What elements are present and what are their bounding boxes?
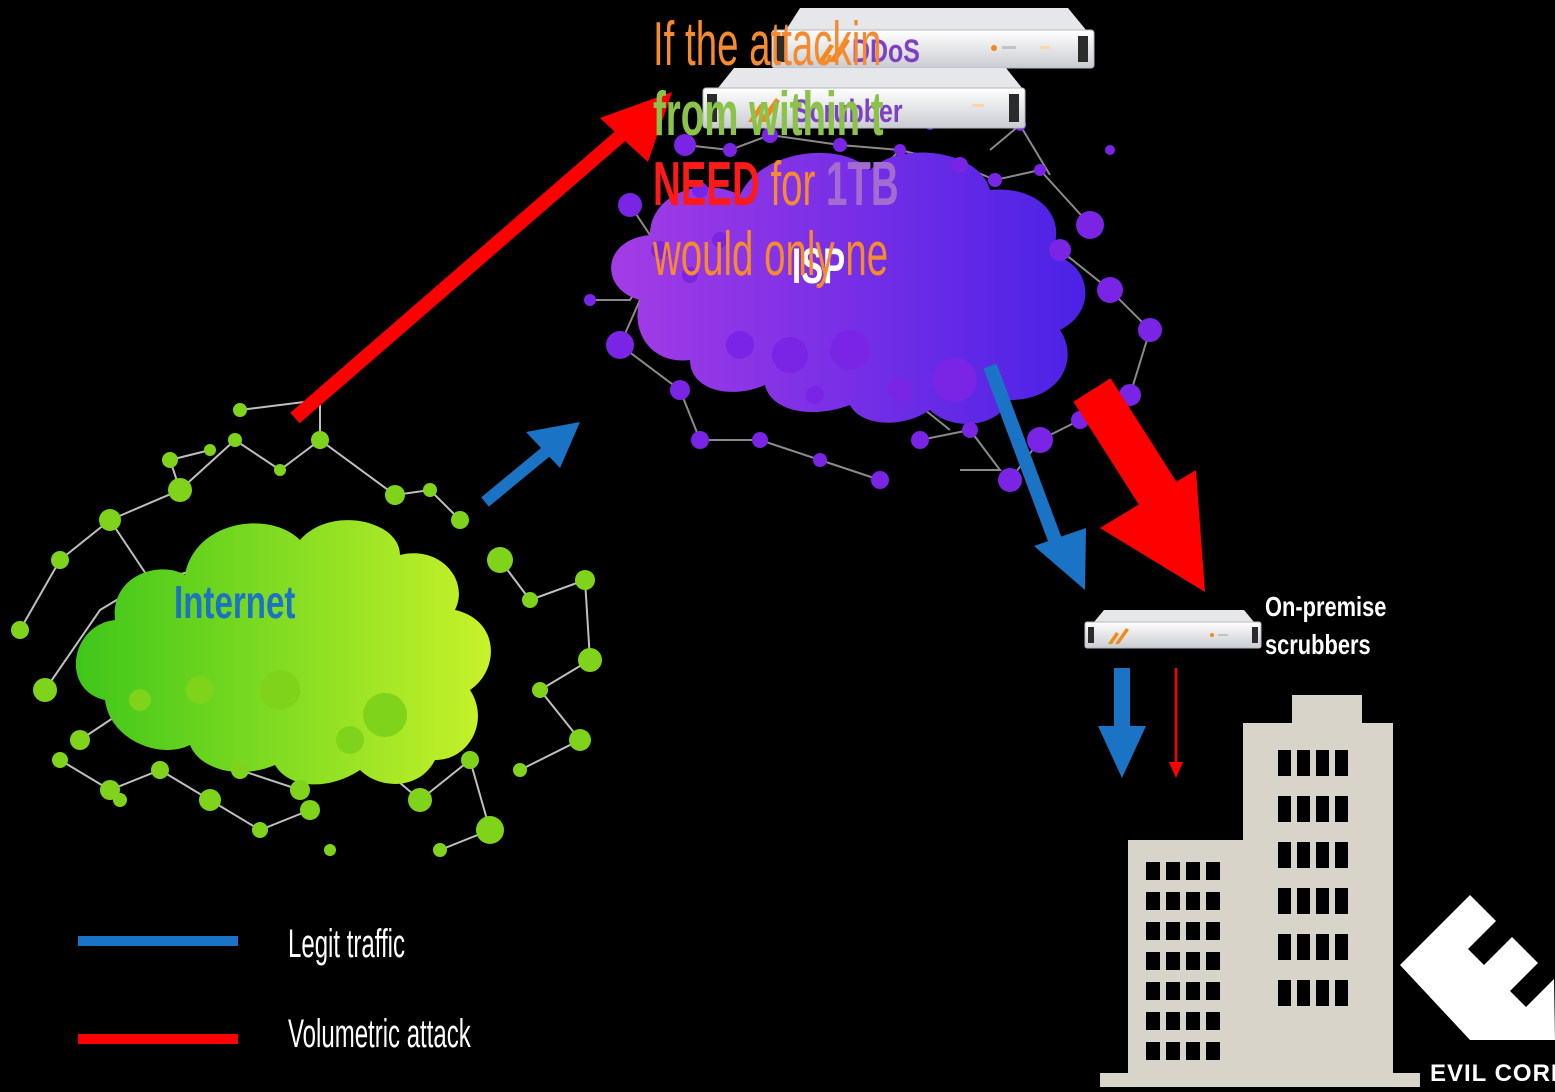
barracuda-logo-icon (1108, 628, 1129, 644)
headline-text: If the attackin from within t NEED for 1… (653, 10, 899, 290)
isp-cloud (584, 119, 1162, 492)
attack-arrow-internet-to-isp (290, 92, 672, 424)
headline-for: for (759, 150, 827, 219)
onpremise-scrubbers-label: On-premise scrubbers (1265, 588, 1386, 664)
legit-arrow-isp-to-onprem (983, 363, 1086, 590)
attack-arrow-to-building (1169, 668, 1183, 778)
ddos-label: DDoS (852, 34, 920, 70)
barracuda-logo-icon (818, 38, 850, 62)
building-icon (1100, 695, 1420, 1087)
internet-cloud (11, 398, 602, 857)
headline-need: NEED (653, 150, 760, 219)
headline-line-2: from within t (653, 80, 884, 149)
legend-legit-label: Legit traffic (288, 922, 405, 966)
evil-corp-logo-icon (1400, 895, 1555, 1040)
legit-arrow-to-building (1098, 668, 1146, 778)
barracuda-logo-icon (748, 98, 780, 122)
headline-line-4: would only ne (653, 220, 889, 289)
ddos-server-unit (771, 8, 1095, 69)
onpremise-line-1: On-premise (1265, 591, 1387, 622)
onpremise-line-2: scrubbers (1265, 629, 1371, 660)
evil-corp-logo-text: EVIL CORP (1430, 1060, 1555, 1087)
legend-attack-label: Volumetric attack (288, 1012, 471, 1056)
attack-arrow-isp-to-onprem (1073, 378, 1205, 592)
legit-arrow-internet-to-isp (481, 422, 580, 507)
internet-label: Internet (174, 578, 295, 628)
headline-1tb: 1TB (826, 150, 899, 219)
headline-line-1: If the attackin (653, 10, 882, 79)
legend-attack-swatch (78, 1034, 238, 1044)
headline-line-3: NEED for 1TB (653, 150, 899, 220)
scrubber-server-unit (702, 68, 1026, 129)
isp-label: ISP (792, 238, 845, 293)
legend-legit-swatch (78, 936, 238, 946)
onpremise-server-unit (1084, 610, 1262, 649)
scrubber-label: Scrubber (793, 94, 903, 130)
